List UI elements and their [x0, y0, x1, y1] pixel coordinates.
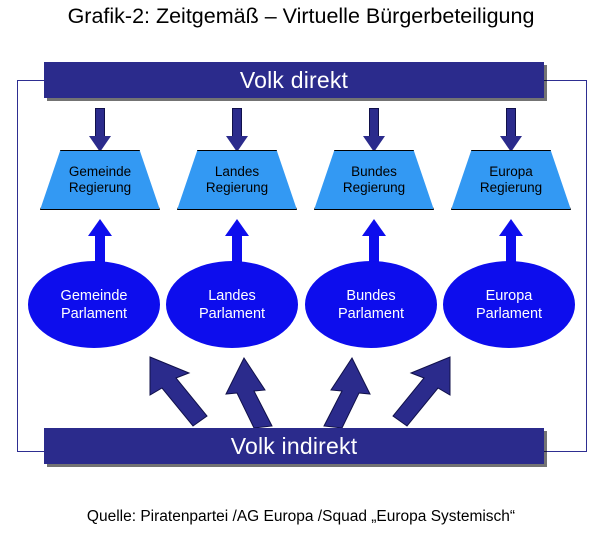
- arrow-down-gemeinde: [89, 108, 111, 152]
- arrow-head: [89, 136, 111, 152]
- arrow-head: [362, 219, 386, 236]
- banner-volk-indirekt: Volk indirekt: [44, 428, 544, 464]
- node-label-line2: Parlament: [337, 305, 405, 322]
- banner-volk-direkt-label: Volk direkt: [239, 66, 349, 93]
- indirect-participation-arrows: [149, 356, 451, 429]
- node-landes-regierung[interactable]: Landes Regierung: [177, 150, 297, 210]
- arrow-down-europa: [500, 108, 522, 152]
- source-note: Quelle: Piratenpartei /AG Europa /Squad …: [86, 508, 516, 525]
- arrow-up-bundes: [362, 219, 386, 262]
- arrow-shaft: [506, 234, 516, 262]
- node-label-line1: Gemeinde: [60, 287, 128, 304]
- node-label-line1: Landes: [208, 287, 256, 304]
- arrow-head: [226, 136, 248, 152]
- arrow-shaft: [506, 108, 516, 138]
- diagonal-arrow-europa: [392, 356, 451, 427]
- arrow-shaft: [232, 234, 242, 262]
- node-europa-parlament[interactable]: Europa Parlament: [443, 261, 575, 348]
- node-gemeinde-regierung[interactable]: Gemeinde Regierung: [40, 150, 160, 210]
- banner-volk-indirekt-label: Volk indirekt: [230, 432, 358, 459]
- arrow-head: [88, 219, 112, 236]
- node-bundes-regierung[interactable]: Bundes Regierung: [314, 150, 434, 210]
- arrow-up-gemeinde: [88, 219, 112, 262]
- banner-volk-direkt: Volk direkt: [44, 62, 544, 98]
- diagonal-arrow-bundes: [323, 356, 371, 429]
- node-label-line2: Parlament: [60, 305, 128, 322]
- arrow-shaft: [369, 234, 379, 262]
- trapezoid-shape: [40, 150, 160, 210]
- arrow-head: [500, 136, 522, 152]
- arrow-down-bundes: [363, 108, 385, 152]
- node-label-line1: Europa: [485, 287, 533, 304]
- arrow-shaft: [232, 108, 242, 138]
- trapezoid-shape: [314, 150, 434, 210]
- arrow-shaft: [95, 234, 105, 262]
- arrow-head: [225, 219, 249, 236]
- node-bundes-parlament[interactable]: Bundes Parlament: [305, 261, 437, 348]
- node-europa-regierung[interactable]: Europa Regierung: [451, 150, 571, 210]
- arrow-head: [363, 136, 385, 152]
- trapezoid-shape: [451, 150, 571, 210]
- arrow-head: [499, 219, 523, 236]
- arrow-down-landes: [226, 108, 248, 152]
- node-landes-parlament[interactable]: Landes Parlament: [166, 261, 298, 348]
- node-label-line1: Bundes: [346, 287, 396, 304]
- node-gemeinde-parlament[interactable]: Gemeinde Parlament: [28, 261, 160, 348]
- trapezoid-shape: [177, 150, 297, 210]
- arrow-up-europa: [499, 219, 523, 262]
- diagonal-arrow-gemeinde: [149, 356, 208, 427]
- arrow-up-landes: [225, 219, 249, 262]
- node-label-line2: Parlament: [198, 305, 266, 322]
- page-title: Grafik-2: Zeitgemäß – Virtuelle Bürgerbe…: [67, 4, 535, 28]
- node-label-line2: Parlament: [475, 305, 543, 322]
- arrow-shaft: [95, 108, 105, 138]
- diagonal-arrow-landes: [225, 356, 273, 429]
- arrow-shaft: [369, 108, 379, 138]
